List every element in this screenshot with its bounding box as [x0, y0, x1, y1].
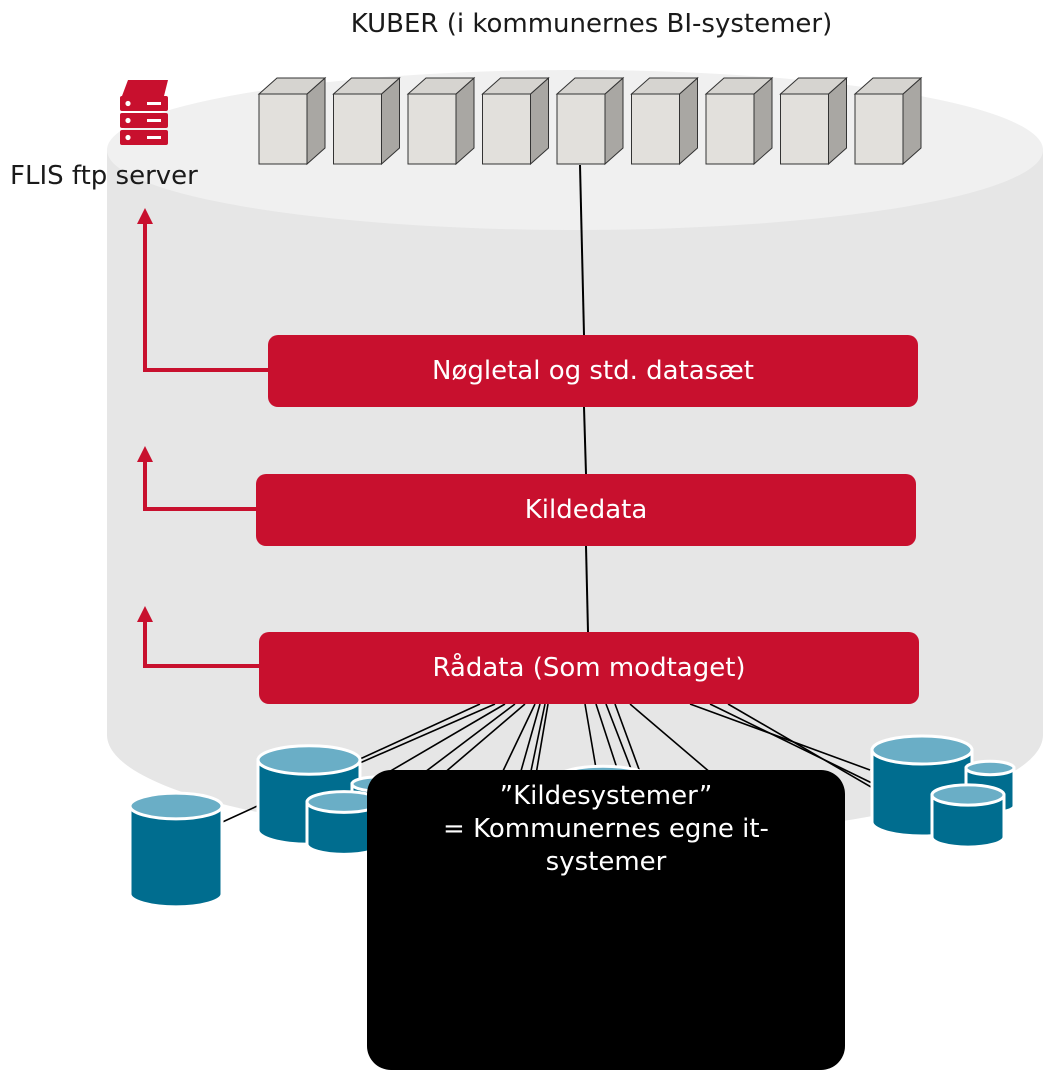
server-icon — [120, 80, 168, 145]
diagram-title: KUBER (i kommunernes BI-systemer) — [350, 9, 833, 39]
cube-2 — [332, 76, 401, 166]
callout-line-1: ”Kildesystemer” — [499, 781, 713, 811]
cube-7 — [704, 76, 774, 166]
callout-line-2: = Kommunernes egne it- — [443, 814, 769, 844]
export-arrow-noegletal — [143, 222, 268, 372]
callout-line-3: systemer — [545, 847, 667, 877]
export-arrow-raadata — [143, 620, 259, 668]
layer-noegletal: Nøgletal og std. datasæt — [268, 335, 918, 407]
database-14 — [930, 783, 1006, 849]
database-12 — [870, 734, 974, 838]
kuber-cubes — [257, 76, 923, 166]
cube-5 — [555, 76, 625, 166]
cube-9 — [853, 76, 923, 166]
warehouse-cylinder — [107, 70, 1043, 840]
ftp-server-label: FLIS ftp server — [10, 161, 198, 191]
cube-8 — [779, 76, 848, 166]
vertical-connector — [579, 164, 589, 633]
arrow-heads — [137, 208, 153, 622]
database-1 — [128, 791, 224, 909]
export-arrows — [143, 222, 268, 668]
connector-line-15 — [689, 703, 871, 771]
cube-3 — [406, 76, 476, 166]
layer-kildedata: Kildedata — [256, 474, 916, 546]
source-systems-callout: ”Kildesystemer” = Kommunernes egne it- s… — [367, 770, 845, 1070]
cube-6 — [630, 76, 699, 166]
connector-line-16 — [709, 703, 879, 787]
layer-raadata: Rådata (Som modtaget) — [259, 632, 919, 704]
connector-line-17 — [727, 703, 891, 799]
cube-4 — [481, 76, 550, 166]
export-arrow-kildedata — [143, 460, 256, 511]
cube-1 — [257, 76, 327, 166]
